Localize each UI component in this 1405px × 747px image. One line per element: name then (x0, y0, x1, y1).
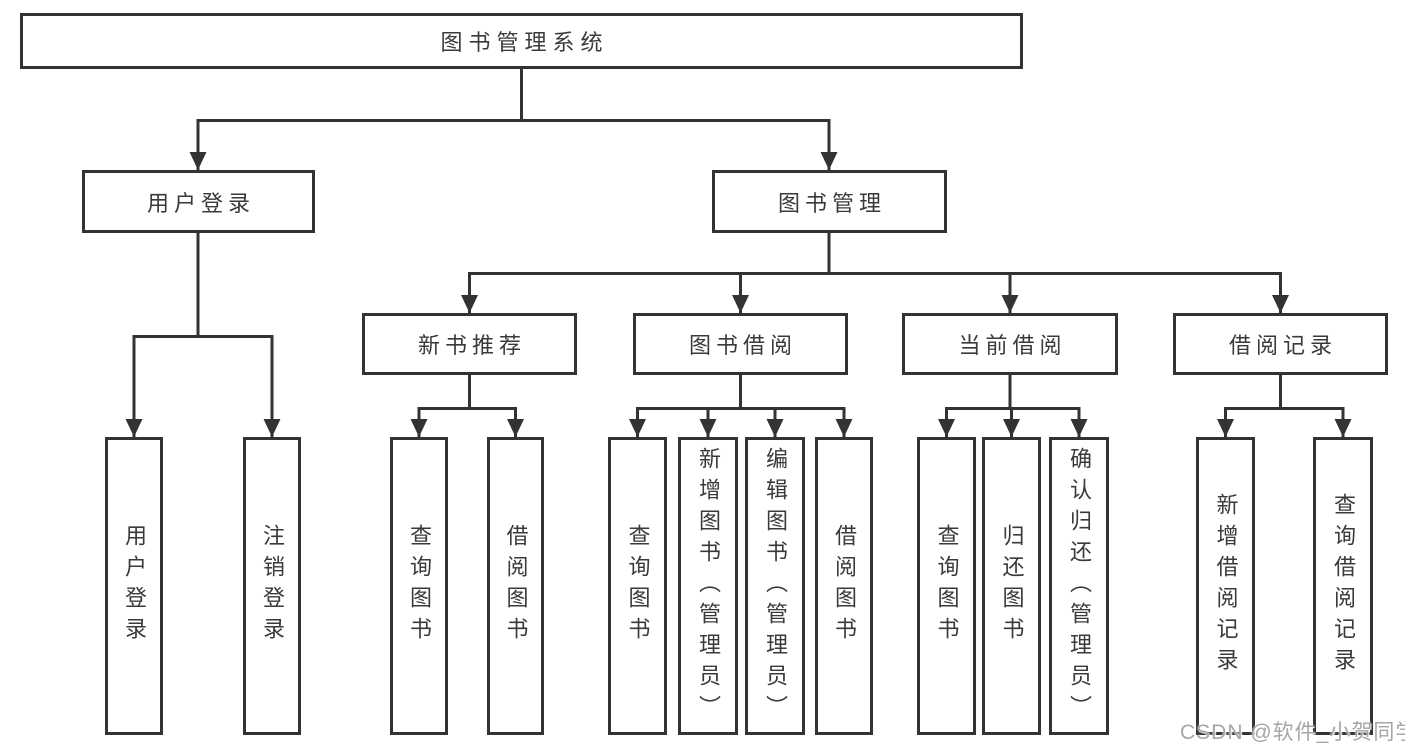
arrow-down-icon (1334, 419, 1352, 437)
leaf-borrow-books-recommend: 借阅图书 (487, 437, 544, 735)
leaf-confirm-return-admin: 确认归还（管理员） (1049, 437, 1109, 735)
arrow-down-icon (125, 419, 143, 437)
leaf-query-books-borrow: 查询图书 (608, 437, 667, 735)
node-borrow-records: 借阅记录 (1173, 313, 1388, 375)
connector-book-borrow-branch (636, 375, 846, 437)
node-book-borrow: 图书借阅 (633, 313, 848, 375)
arrow-down-icon (1272, 295, 1289, 313)
arrow-down-icon (732, 295, 749, 313)
arrow-down-icon (1003, 419, 1020, 437)
arrowheads (125, 152, 1352, 437)
node-library-management-system: 图书管理系统 (20, 13, 1023, 69)
arrow-down-icon (699, 419, 717, 437)
connector-root-to-level2 (196, 69, 831, 170)
arrow-down-icon (766, 419, 784, 437)
arrow-down-icon (1001, 295, 1019, 313)
leaf-borrow-books: 借阅图书 (815, 437, 873, 735)
connector-borrow-record-branch (1224, 375, 1345, 437)
leaf-add-book-admin: 新增图书（管理员） (678, 437, 738, 735)
connector-book-management-branch (468, 233, 1282, 313)
arrow-down-icon (938, 419, 955, 437)
leaf-query-books-recommend: 查询图书 (390, 437, 448, 735)
leaf-query-borrow-record: 查询借阅记录 (1313, 437, 1373, 735)
node-new-book-recommend: 新书推荐 (362, 313, 577, 375)
leaf-add-borrow-record: 新增借阅记录 (1196, 437, 1255, 735)
arrow-down-icon (461, 295, 478, 313)
arrow-down-icon (835, 419, 853, 437)
arrow-down-icon (629, 419, 646, 437)
leaf-query-books-current: 查询图书 (917, 437, 976, 735)
connector-new-book-branch (417, 375, 517, 437)
leaf-return-books: 归还图书 (982, 437, 1041, 735)
arrow-down-icon (507, 419, 524, 437)
arrow-down-icon (410, 419, 428, 437)
arrow-down-icon (263, 419, 281, 437)
csdn-watermark: CSDN @软件_小贺同学 (1180, 721, 1405, 744)
node-user-login: 用户登录 (82, 170, 315, 233)
arrow-down-icon (1217, 419, 1234, 437)
node-current-borrow: 当前借阅 (902, 313, 1118, 375)
node-book-management: 图书管理 (712, 170, 947, 233)
leaf-user-login: 用户登录 (105, 437, 163, 735)
connector-user-login-branch (132, 233, 274, 437)
arrow-down-icon (189, 152, 207, 170)
leaf-logout: 注销登录 (243, 437, 301, 735)
arrow-down-icon (1070, 419, 1088, 437)
arrow-down-icon (820, 152, 838, 170)
leaf-edit-book-admin: 编辑图书（管理员） (745, 437, 805, 735)
